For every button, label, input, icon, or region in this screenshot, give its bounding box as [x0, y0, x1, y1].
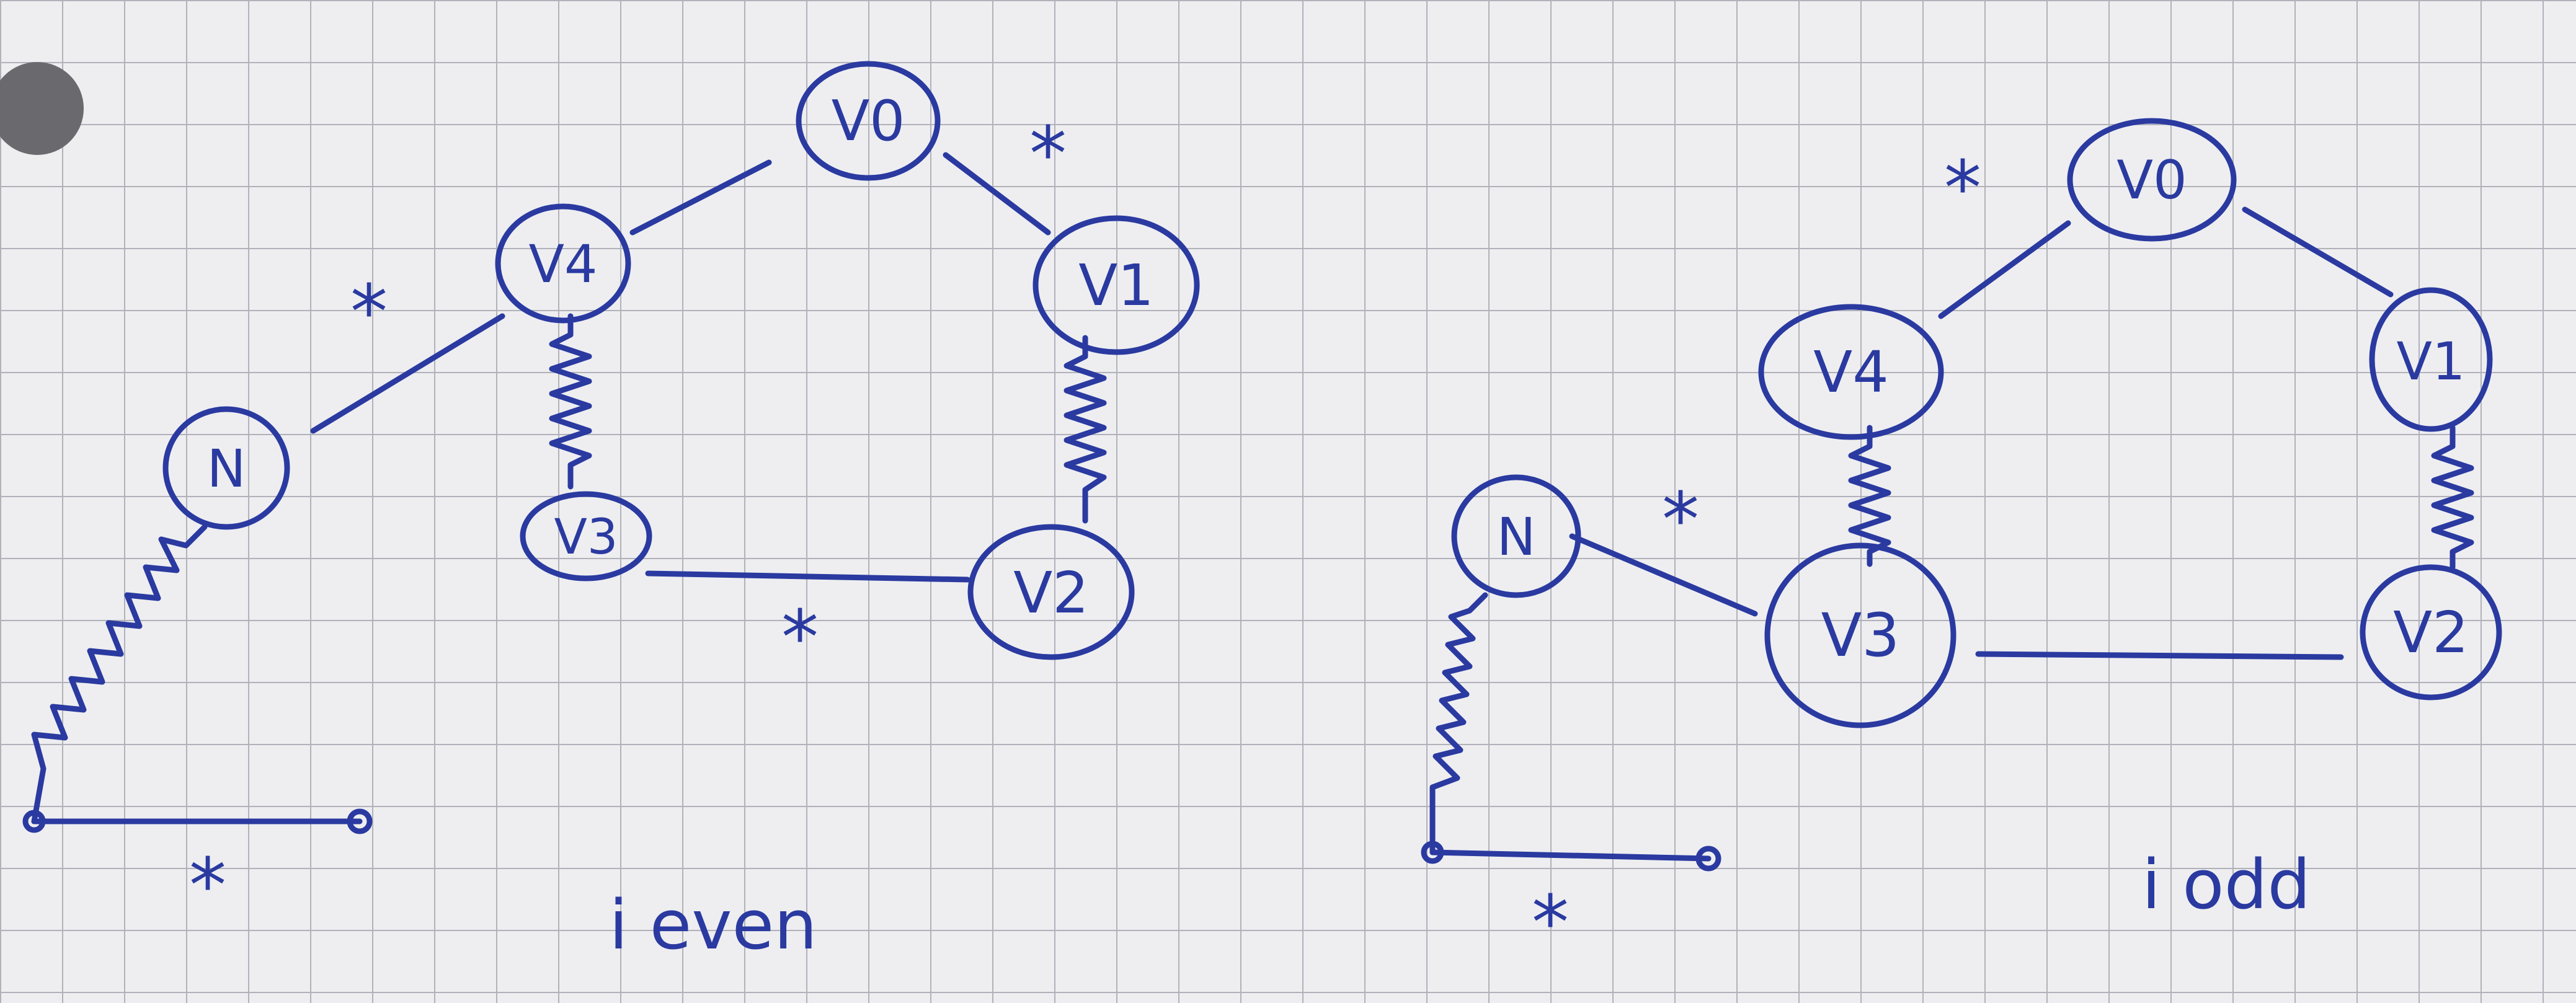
right-base-end-dot: [1695, 846, 1721, 872]
left-graph: [22, 61, 1200, 834]
left-node-v2-circle: [967, 524, 1135, 660]
right-node-v2-circle: [2360, 564, 2502, 700]
left-node-v0-label: V0: [832, 89, 905, 154]
right-base-start-dot: [1421, 841, 1444, 864]
right-zigzag-n-base: [1429, 592, 1488, 855]
left-edge-v0-v1: [943, 152, 1051, 236]
left-edge-v4-n: [310, 313, 505, 434]
right-node-v4-label: V4: [1813, 339, 1888, 405]
right-node-v2-label: V2: [2393, 599, 2468, 666]
right-edge-v3-v2: [1975, 651, 2344, 660]
left-zigzag-v1-v2: [1064, 335, 1107, 524]
right-mark-n-v3: *: [1662, 477, 1699, 563]
right-caption: i odd: [2142, 845, 2311, 924]
right-edge-n-v3: [1569, 533, 1758, 617]
right-mark-base: *: [1532, 880, 1569, 966]
left-node-v2-label: V2: [1013, 560, 1088, 626]
right-node-n-label: N: [1497, 506, 1536, 567]
right-node-v0-circle: [2067, 118, 2237, 242]
right-edge-v0-v4: [1938, 220, 2071, 319]
right-node-v0-label: V0: [2116, 149, 2187, 211]
right-node-v3-label: V3: [1821, 601, 1900, 670]
right-node-n-circle: [1451, 474, 1581, 598]
left-node-v3-label: V3: [554, 510, 618, 565]
right-zigzag-v4-v3: [1848, 425, 1891, 567]
left-edge-v0-v4: [629, 159, 772, 236]
right-mark-v0-v4: *: [1944, 146, 1981, 232]
left-base-end-dot: [347, 808, 373, 834]
left-mark-v4-n: *: [350, 270, 388, 356]
left-zigzag-v4-v3: [549, 313, 592, 490]
left-node-n-label: N: [207, 438, 246, 499]
punch-hole: [0, 62, 84, 155]
left-base-start-dot: [22, 810, 46, 833]
right-node-v3-circle: [1764, 542, 1956, 728]
right-zigzag-v1-v2: [2431, 425, 2474, 570]
right-node-v4-circle: [1758, 304, 1944, 440]
left-caption: i even: [609, 885, 817, 965]
left-edge-v3-v2: [645, 570, 970, 583]
left-node-v1-label: V1: [1078, 252, 1153, 319]
left-zigzag-n-base: [31, 524, 208, 824]
left-mark-v0-v1: *: [1029, 112, 1067, 198]
right-edge-v0-v1: [2242, 206, 2394, 298]
right-edge-base: [1429, 849, 1712, 862]
right-graph: [1421, 118, 2502, 872]
left-node-v1-circle: [1033, 215, 1200, 355]
left-node-v0-circle: [796, 61, 941, 181]
left-node-v4-label: V4: [529, 234, 598, 294]
left-node-v4-circle: [495, 203, 631, 324]
left-mark-base: *: [189, 843, 226, 929]
left-mark-v3-v2: *: [781, 595, 819, 681]
right-node-v1-circle: [2369, 287, 2493, 432]
right-node-v1-label: V1: [2397, 331, 2466, 392]
left-node-v3-circle: [520, 491, 652, 581]
left-node-n-circle: [162, 406, 290, 530]
